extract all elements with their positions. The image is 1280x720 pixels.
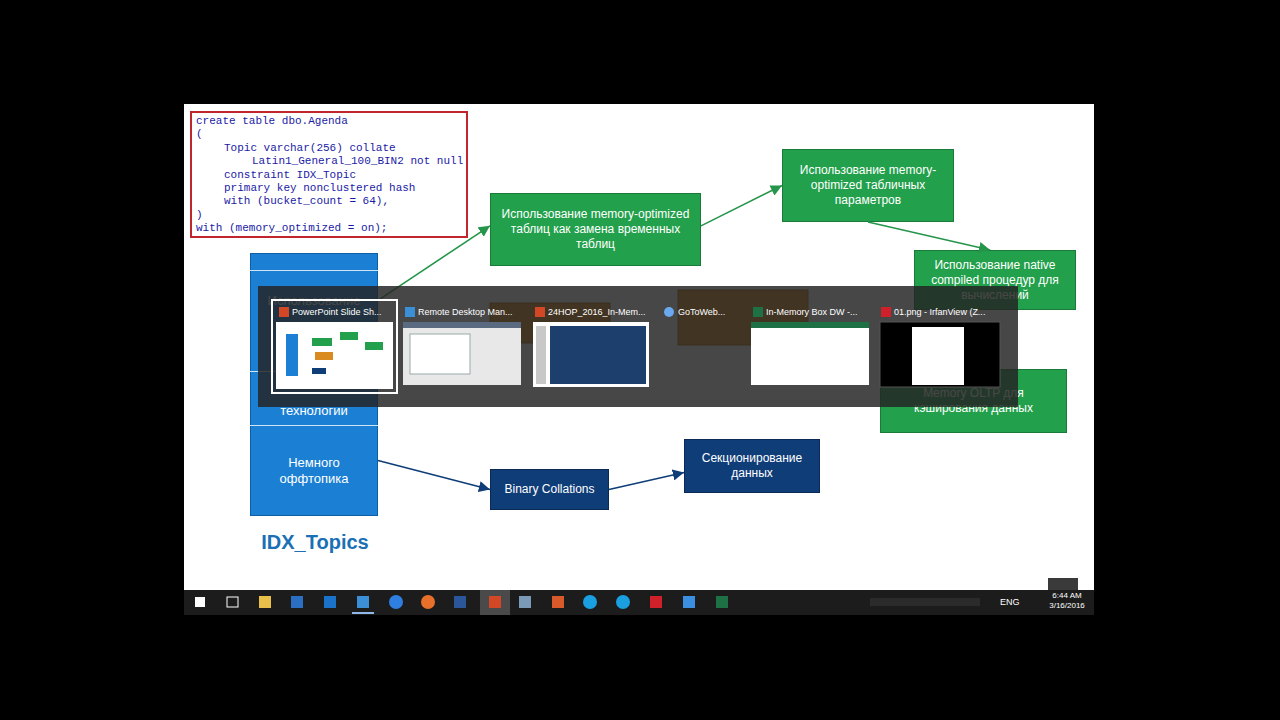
thumbnail-detail bbox=[365, 342, 383, 350]
window-title: GoToWeb... bbox=[678, 307, 725, 317]
code-line: constraint IDX_Topic bbox=[196, 169, 462, 182]
node-text: Binary Collations bbox=[504, 482, 594, 497]
window-icon bbox=[664, 307, 674, 317]
thumbnail bbox=[403, 322, 521, 385]
code-line: create table dbo.Agenda bbox=[196, 115, 462, 128]
thumbnail-detail bbox=[315, 352, 333, 360]
code-line: Latin1_General_100_BIN2 not null bbox=[196, 155, 462, 168]
code-box: create table dbo.Agenda(Topic varchar(25… bbox=[190, 111, 468, 238]
topic-box: Немного оффтопика bbox=[250, 425, 378, 516]
slide-area bbox=[184, 104, 1094, 590]
window-icon bbox=[405, 307, 415, 317]
window-title: 24HOP_2016_In-Mem... bbox=[548, 307, 646, 317]
code-line: with (memory_optimized = on); bbox=[196, 222, 462, 235]
taskview-icon bbox=[227, 597, 238, 607]
start-icon bbox=[195, 597, 205, 607]
tray-icons bbox=[870, 598, 980, 606]
app-icon bbox=[683, 596, 695, 608]
app-icon bbox=[291, 596, 303, 608]
window-icon bbox=[279, 307, 289, 317]
thumbnail-detail bbox=[550, 326, 646, 384]
window-icon bbox=[535, 307, 545, 317]
code-line: Topic varchar(256) collate bbox=[196, 142, 462, 155]
thumbnail-detail bbox=[312, 338, 332, 346]
node-text: Использование memory-optimized табличных… bbox=[791, 163, 945, 208]
arrow-connector bbox=[701, 186, 782, 226]
thumbnail-detail bbox=[410, 334, 470, 374]
window-title: In-Memory Box DW -... bbox=[766, 307, 858, 317]
active-app bbox=[480, 590, 510, 615]
thumbnail bbox=[276, 322, 393, 389]
clock-time: 6:44 AM bbox=[1045, 591, 1089, 600]
thumbnail-detail bbox=[536, 326, 546, 384]
app-icon bbox=[519, 596, 531, 608]
running-mark bbox=[352, 612, 374, 614]
clock-date: 3/16/2016 bbox=[1045, 601, 1089, 610]
thumbnail-detail bbox=[751, 322, 869, 328]
window-title: Remote Desktop Man... bbox=[418, 307, 513, 317]
thumbnail-detail bbox=[340, 332, 358, 340]
switcher-panel bbox=[258, 286, 1018, 407]
window-title: 01.png - IrfanView (Z... bbox=[894, 307, 985, 317]
app-icon bbox=[616, 595, 630, 609]
code-line: primary key nonclustered hash bbox=[196, 182, 462, 195]
process-box: Binary Collations bbox=[490, 469, 609, 510]
app-icon bbox=[454, 596, 466, 608]
app-icon bbox=[552, 596, 564, 608]
node-text: Немного оффтопика bbox=[254, 455, 374, 487]
app-icon bbox=[421, 595, 435, 609]
thumbnail-detail bbox=[912, 327, 964, 385]
process-box: Использование memory-optimized табличных… bbox=[782, 149, 954, 222]
app-icon bbox=[324, 596, 336, 608]
window-icon bbox=[881, 307, 891, 317]
arrow-connector bbox=[609, 472, 684, 489]
app-icon bbox=[650, 596, 662, 608]
app-icon bbox=[357, 596, 369, 608]
code-line: ( bbox=[196, 128, 462, 141]
section-heading: IDX_Topics bbox=[231, 531, 399, 554]
thumbnail bbox=[533, 322, 649, 387]
app-icon bbox=[716, 596, 728, 608]
window-icon bbox=[753, 307, 763, 317]
arrow-connector bbox=[868, 222, 990, 250]
taskbar bbox=[184, 590, 1094, 615]
arrow-connector bbox=[378, 460, 490, 489]
app-icon bbox=[489, 596, 501, 608]
app-icon bbox=[583, 595, 597, 609]
thumbnail-detail bbox=[403, 322, 521, 328]
thumbnail-detail bbox=[286, 334, 298, 376]
code-line: ) bbox=[196, 209, 462, 222]
process-box: Секционирование данных bbox=[684, 439, 820, 493]
node-text: Использование memory-optimized таблиц ка… bbox=[499, 207, 692, 252]
node-text: Секционирование данных bbox=[693, 451, 811, 481]
code-line: with (bucket_count = 64), bbox=[196, 195, 462, 208]
slide-icon bbox=[1048, 578, 1078, 590]
thumbnail-detail bbox=[312, 368, 326, 374]
window-title: PowerPoint Slide Sh... bbox=[292, 307, 382, 317]
selection-frame bbox=[272, 300, 397, 393]
app-icon bbox=[259, 596, 271, 608]
thumbnail bbox=[751, 322, 869, 385]
app-icon bbox=[389, 595, 403, 609]
thumbnail bbox=[880, 322, 1000, 387]
process-box: Использование memory-optimized таблиц ка… bbox=[490, 193, 701, 266]
language-indicator: ENG bbox=[1000, 597, 1020, 607]
